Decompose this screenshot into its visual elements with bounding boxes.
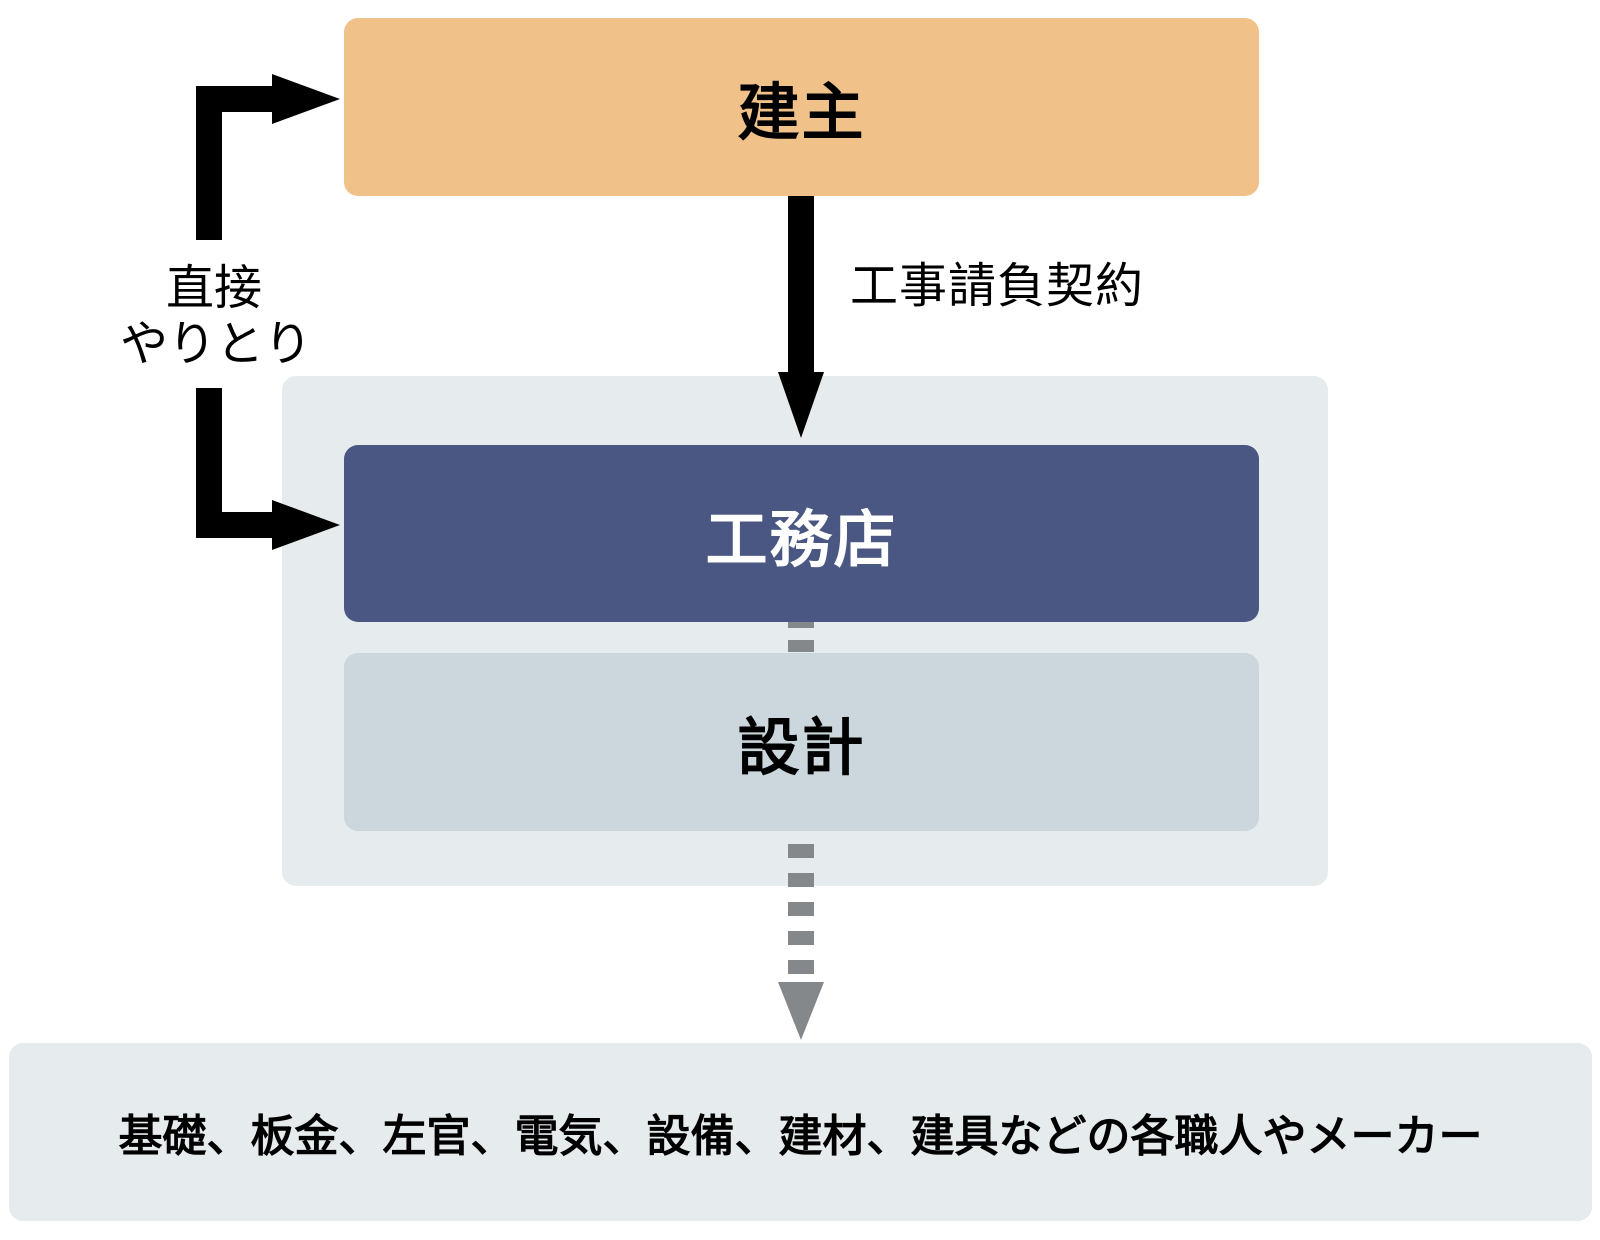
direct-label-line2: やりとり [120,316,313,372]
client-node: 建主 [344,18,1259,196]
contractor-label: 工務店 [705,502,898,576]
contractor-node: 工務店 [344,445,1259,622]
trades-label: 基礎、板金、左官、電気、設備、建材、建具などの各職人やメーカー [118,1111,1483,1162]
direct-label-line1: 直接 [165,260,262,316]
trades-node: 基礎、板金、左官、電気、設備、建材、建具などの各職人やメーカー [9,1043,1592,1221]
client-label: 建主 [737,76,866,149]
direct-interaction-label: 直接 やりとり [120,260,313,372]
design-label: 設計 [737,711,866,784]
design-node: 設計 [344,653,1259,831]
arrow-to-client-head [272,74,340,124]
contract-edge-label: 工事請負契約 [850,258,1145,314]
